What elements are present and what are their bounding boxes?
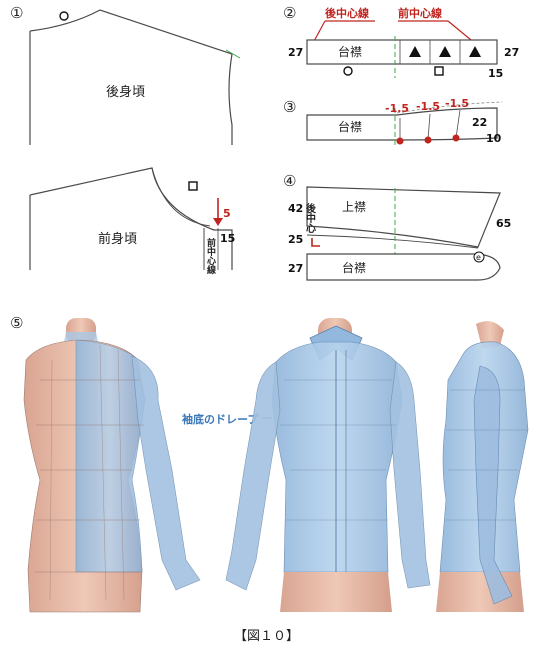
back-neck-circle-mark-2	[343, 66, 353, 76]
upper-collar-curve-line	[306, 234, 479, 249]
front-center-vertical-label: 前中心線	[205, 237, 216, 275]
stand-right-value: 27	[504, 46, 519, 59]
stand4-label: 台襟	[342, 260, 366, 275]
step-number-4: ④	[283, 172, 296, 190]
mannequin-front-view	[225, 318, 431, 612]
stand-collar-rect	[306, 39, 498, 65]
back-bodice-label: 後身頃	[106, 84, 145, 100]
stand-collar-label: 台襟	[338, 44, 362, 59]
pivot-dot-3	[452, 134, 460, 142]
front-bodice-label: 前身頃	[98, 231, 137, 247]
step4-panel: ④ 後中心 上襟 台襟 42 65 25 27 e	[283, 172, 511, 281]
shift-value-2: -1.5	[416, 100, 440, 113]
back-bodice-green-mark	[225, 49, 241, 59]
pivot-dot-1	[396, 137, 404, 145]
mannequin-side-view	[436, 321, 529, 612]
step2-panel: ② 後中心線 前中心線 台襟 27 27 15	[283, 4, 519, 80]
triangle-mark-3	[469, 46, 481, 57]
collar-value-27: 27	[288, 262, 303, 275]
stand3-value-10: 10	[486, 132, 502, 145]
stand3-value-22: 22	[472, 116, 487, 129]
front-bodice-outline	[29, 167, 233, 270]
step-number-3: ③	[283, 98, 296, 116]
shift-value-1: -1.5	[385, 102, 409, 115]
stand-bottom-value: 15	[488, 67, 503, 80]
upper-collar-outline	[306, 186, 501, 248]
triangle-mark-2	[439, 46, 451, 57]
dart-triangles	[399, 40, 481, 64]
back-neck-circle-mark	[59, 11, 69, 21]
drop-arrow-head	[213, 218, 223, 226]
back-center-vertical-label: 後中心	[304, 202, 316, 233]
stand-left-value: 27	[288, 46, 303, 59]
step3-panel: ③ -1.5 -1.5 -1.5 台襟 22 10	[283, 97, 503, 148]
step-number-1: ①	[10, 4, 23, 22]
pivot-dot-2	[424, 136, 432, 144]
step-number-2: ②	[283, 4, 296, 22]
collar-value-42: 42	[288, 202, 303, 215]
point-e-label: e	[476, 253, 481, 262]
front-square-mark	[188, 181, 198, 191]
step-number-5: ⑤	[10, 314, 23, 332]
front-value-15: 15	[220, 232, 235, 245]
figure-caption: 【図１０】	[234, 629, 299, 644]
sleeve-drape-label: 袖底のドレープ	[182, 412, 259, 426]
stand3-label: 台襟	[338, 119, 362, 134]
stand-original-top-dashed	[396, 101, 503, 114]
triangle-mark-1	[409, 46, 421, 57]
point-e-circle	[473, 251, 485, 263]
collar-value-25: 25	[288, 233, 303, 246]
step1-panel: ① 後身頃 5 15 前中心線 前身頃	[10, 4, 241, 275]
front-neck-offset-curve	[151, 167, 211, 227]
front-square-mark-2	[434, 66, 444, 76]
step5-panel: ⑤ 袖底のドレープ	[10, 314, 529, 613]
upper-collar-label: 上襟	[342, 199, 366, 214]
stand3-slash-2	[427, 113, 431, 141]
shift-value-3: -1.5	[445, 97, 469, 110]
right-angle-mark	[311, 238, 320, 247]
mannequin-back-view	[23, 318, 201, 613]
drop-value: 5	[223, 207, 231, 220]
collar-value-65: 65	[496, 217, 511, 230]
lower-stand-outline	[306, 253, 501, 281]
stand-collar-curved-outline	[306, 107, 498, 141]
front-center-line-label: 前中心線	[398, 6, 442, 20]
back-bodice-outline	[29, 9, 233, 145]
stand3-slash-3	[455, 109, 461, 139]
back-center-line-label: 後中心線	[325, 6, 369, 20]
